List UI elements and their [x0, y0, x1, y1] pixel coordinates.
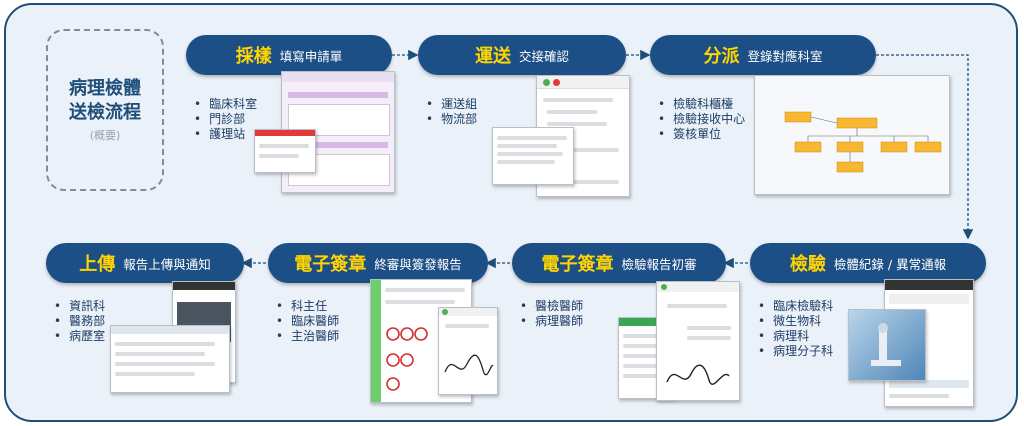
step-desc: 檢體紀錄 / 異常通報	[833, 256, 947, 272]
upload-desktop-screenshot	[110, 325, 230, 393]
step-bullets: 科主任 臨床醫師 主治醫師	[276, 299, 339, 344]
step-desc: 交接確認	[518, 48, 569, 64]
step-desc: 登錄對應科室	[747, 48, 823, 64]
step-keyword: 電子簽章	[541, 254, 614, 275]
signature-stroke	[444, 354, 494, 376]
step-keyword: 分派	[703, 46, 740, 67]
flow-arrows	[241, 49, 974, 269]
microscope-icon	[871, 323, 901, 366]
step-bullets: 臨床科室 門診部 護理站	[194, 97, 257, 142]
step-desc: 檢驗報告初審	[621, 256, 697, 272]
step-keyword: 採樣	[235, 46, 272, 67]
bullet: 門診部	[194, 112, 257, 127]
step-inspection: 檢驗 檢體紀錄 / 異常通報	[750, 243, 986, 283]
step-upload: 上傳 報告上傳與通知	[46, 243, 244, 283]
signature-approval-screenshot	[438, 307, 498, 395]
step-dispatch: 分派 登錄對應科室	[650, 35, 876, 75]
seal-stamps	[386, 327, 428, 391]
title-box: 病理檢體 送檢流程 (概要)	[46, 29, 164, 191]
step-transport: 運送 交接確認	[418, 35, 626, 75]
step-bullets: 醫檢醫師 病理醫師	[520, 299, 583, 329]
title-line-2: 送檢流程	[69, 102, 141, 123]
bullet: 病理醫師	[520, 314, 583, 329]
step-desc: 填寫申請單	[279, 48, 343, 64]
bullet: 病歷室	[54, 329, 105, 344]
bullet: 檢驗科櫃檯	[658, 97, 745, 112]
step-keyword: 檢驗	[789, 254, 826, 275]
bullet: 病理分子科	[758, 344, 833, 359]
bullet: 臨床檢驗科	[758, 299, 833, 314]
step-bullets: 臨床檢驗科 微生物科 病理科 病理分子科	[758, 299, 833, 359]
org-chart-screenshot	[754, 75, 950, 195]
bullet: 臨床醫師	[276, 314, 339, 329]
bullet: 運送組	[426, 97, 477, 112]
signed-report-screenshot	[656, 281, 740, 401]
bullet: 醫務部	[54, 314, 105, 329]
bullet: 微生物科	[758, 314, 833, 329]
bullet: 護理站	[194, 127, 257, 142]
org-chart-thumbnail	[784, 111, 942, 173]
bullet: 資訊科	[54, 299, 105, 314]
step-bullets: 資訊科 醫務部 病歷室	[54, 299, 105, 344]
bullet: 病理科	[758, 329, 833, 344]
signature-stroke	[666, 364, 730, 385]
step-bullets: 檢驗科櫃檯 檢驗接收中心 簽核單位	[658, 97, 745, 142]
bullet: 主治醫師	[276, 329, 339, 344]
step-desc: 終審與簽發報告	[374, 256, 462, 272]
step-bullets: 運送組 物流部	[426, 97, 477, 127]
bullet: 物流部	[426, 112, 477, 127]
title-line-1: 病理檢體	[69, 78, 141, 99]
step-keyword: 電子簽章	[294, 254, 367, 275]
form-popup-screenshot	[254, 129, 316, 173]
bullet: 臨床科室	[194, 97, 257, 112]
step-keyword: 上傳	[79, 254, 116, 275]
step-desc: 報告上傳與通知	[123, 256, 211, 272]
step-esign-final: 電子簽章 終審與簽發報告	[268, 243, 488, 283]
bullet: 簽核單位	[658, 127, 745, 142]
bullet: 檢驗接收中心	[658, 112, 745, 127]
diagram-frame: 病理檢體 送檢流程 (概要) 採樣 填寫申請單 臨床科室 門診部 護理站	[4, 3, 1018, 422]
arrow-3	[876, 54, 974, 240]
signature-pad-screenshot	[492, 127, 574, 185]
bullet: 科主任	[276, 299, 339, 314]
step-keyword: 運送	[474, 46, 511, 67]
lab-photo	[848, 309, 926, 381]
title-sub: (概要)	[89, 129, 121, 142]
step-sampling: 採樣 填寫申請單	[186, 35, 392, 75]
step-esign-initial: 電子簽章 檢驗報告初審	[512, 243, 726, 283]
bullet: 醫檢醫師	[520, 299, 583, 314]
